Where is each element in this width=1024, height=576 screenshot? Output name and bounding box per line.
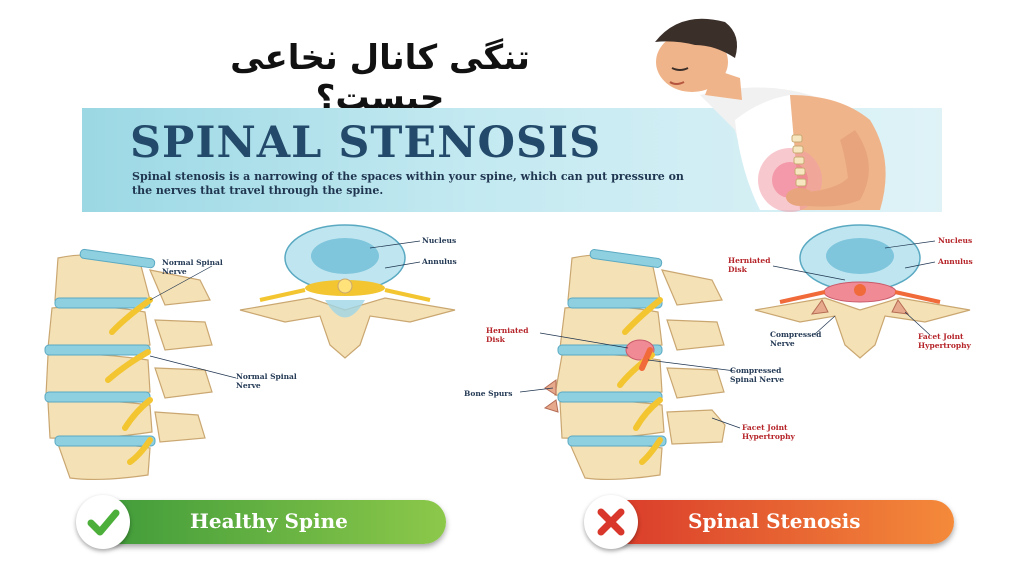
label-facet-joint-hypertrophy-side: Facet Joint Hypertrophy bbox=[742, 423, 795, 441]
label-nucleus-stenosis: Nucleus bbox=[938, 236, 973, 245]
healthy-spine-badge bbox=[98, 500, 446, 544]
healthy-spine-label: Healthy Spine bbox=[190, 509, 348, 533]
stenosis-spine-side-view bbox=[519, 249, 741, 481]
spinal-stenosis-label: Spinal Stenosis bbox=[688, 509, 861, 533]
label-herniated-disk-top: Herniated Disk bbox=[728, 256, 771, 274]
label-compressed-nerve: Compressed Nerve bbox=[770, 330, 822, 348]
persian-title: تنگی کانال نخاعی چیست؟ bbox=[230, 38, 530, 118]
label-herniated-disk-side: Herniated Disk bbox=[486, 326, 529, 344]
man-back-pain-illustration bbox=[655, 18, 886, 212]
label-annulus-stenosis: Annulus bbox=[938, 257, 973, 266]
label-nucleus-healthy: Nucleus bbox=[422, 236, 457, 245]
checkmark-icon bbox=[76, 495, 130, 549]
spinal-stenosis-badge bbox=[606, 500, 954, 544]
healthy-spine-side-view bbox=[44, 248, 237, 481]
label-bone-spurs: Bone Spurs bbox=[464, 389, 513, 398]
stenosis-vertebra-top-view bbox=[754, 224, 971, 359]
label-annulus-healthy: Annulus bbox=[422, 257, 457, 266]
healthy-vertebra-top-view bbox=[239, 224, 456, 359]
banner-description: Spinal stenosis is a narrowing of the sp… bbox=[132, 170, 684, 197]
banner-title: SPINAL STENOSIS bbox=[130, 118, 602, 168]
label-normal-spinal-nerve-bottom: Normal Spinal Nerve bbox=[236, 372, 297, 390]
label-normal-spinal-nerve-top: Normal Spinal Nerve bbox=[162, 258, 223, 276]
cross-icon bbox=[584, 495, 638, 549]
label-facet-joint-hypertrophy-top: Facet Joint Hypertrophy bbox=[918, 332, 971, 350]
label-compressed-spinal-nerve: Compressed Spinal Nerve bbox=[730, 366, 784, 384]
